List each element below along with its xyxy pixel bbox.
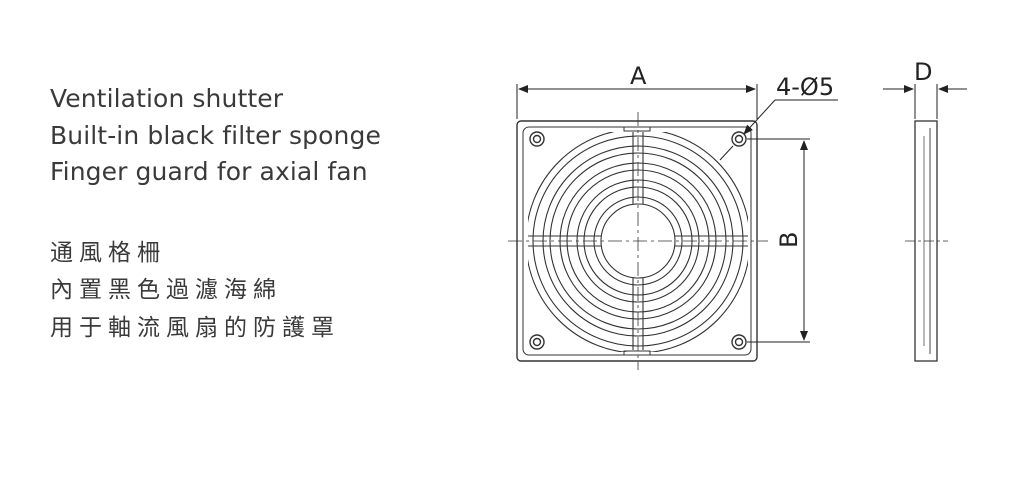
dimension-a-label: A bbox=[630, 62, 647, 90]
mounting-holes bbox=[529, 131, 747, 350]
hole-callout bbox=[719, 99, 838, 161]
grille-ribs bbox=[528, 132, 748, 350]
front-view bbox=[508, 112, 768, 370]
description-line-1: Ventilation shutter bbox=[50, 84, 284, 113]
dimension-a bbox=[516, 84, 758, 119]
side-view bbox=[905, 120, 948, 362]
chinese-line-3: 用于軸流風扇的防護罩 bbox=[50, 315, 340, 341]
chinese-line-1: 通風格柵 bbox=[50, 240, 166, 266]
center-lines bbox=[508, 112, 768, 370]
description-line-2: Built-in black filter sponge bbox=[50, 121, 381, 150]
description-line-3: Finger guard for axial fan bbox=[50, 157, 368, 186]
dimension-b bbox=[747, 138, 810, 343]
dimension-b-label: B bbox=[775, 232, 803, 248]
hole-callout-label: 4-Ø5 bbox=[776, 73, 834, 101]
dimension-d-label: D bbox=[914, 58, 932, 86]
chinese-line-2: 內置黑色過濾海綿 bbox=[50, 277, 282, 303]
dimension-d bbox=[883, 84, 967, 119]
